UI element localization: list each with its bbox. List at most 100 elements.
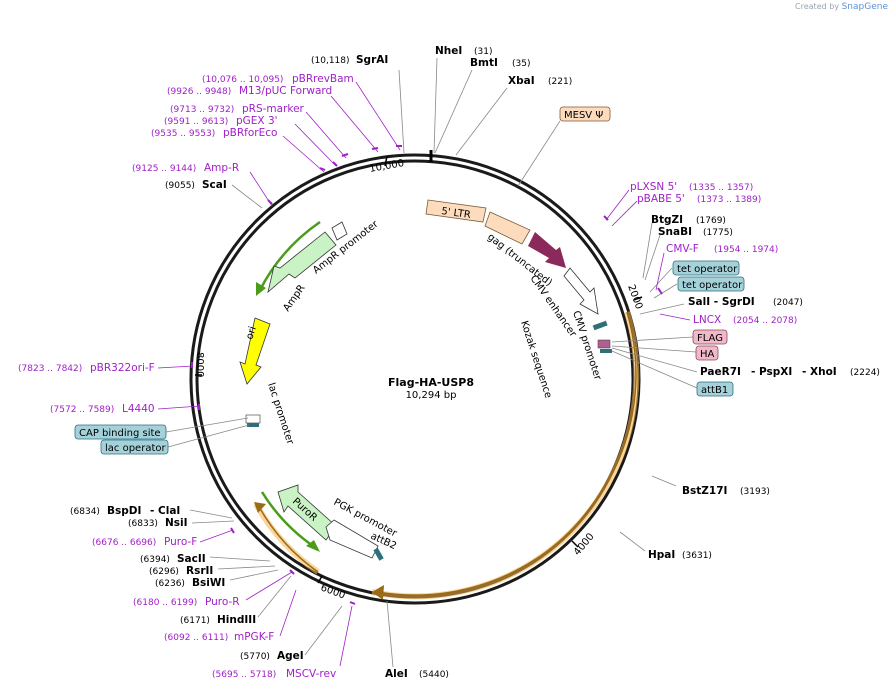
- enzyme-pspxi-name[interactable]: - PspXI: [751, 366, 792, 378]
- primer-pbrforeco-name[interactable]: pBRforEco: [223, 127, 277, 139]
- box-ha[interactable]: HA: [695, 345, 719, 361]
- box-attb1-bg: [696, 381, 734, 397]
- primer-pgex3-name[interactable]: pGEX 3': [236, 115, 278, 127]
- leader-bstz17i: [651, 475, 677, 487]
- box-lacop-text: lac operator: [105, 443, 166, 454]
- leader-sgrai: [398, 69, 405, 154]
- primer-ampr-name[interactable]: Amp-R: [204, 162, 239, 174]
- box-tet-operator-1[interactable]: tet operator: [672, 260, 740, 276]
- primer-marks: [191, 145, 663, 605]
- primer-l4440-name[interactable]: L4440: [122, 403, 155, 415]
- enzyme-agei-name[interactable]: AgeI: [277, 650, 304, 662]
- box-lacop-bg: [100, 439, 169, 455]
- enzyme-sali-pos: (2047): [773, 298, 803, 308]
- box-mesv[interactable]: MESV Ψ: [559, 106, 611, 122]
- box-ha-bg: [695, 345, 719, 361]
- enzyme-scai-name[interactable]: ScaI: [202, 179, 227, 191]
- feature-lac-promoter[interactable]: [245, 414, 261, 424]
- enzyme-alei-name[interactable]: AleI: [385, 668, 408, 680]
- enzyme-sgrdi-name[interactable]: SgrDI: [722, 296, 755, 308]
- enzyme-sali-name1[interactable]: SalI: [688, 296, 710, 308]
- box-lac-operator[interactable]: lac operator: [100, 439, 169, 455]
- primer-cmvf-name[interactable]: CMV-F: [666, 243, 699, 255]
- primer-pbrrevbam-name[interactable]: pBRrevBam: [292, 73, 354, 85]
- enzyme-clai-name[interactable]: - ClaI: [150, 505, 180, 517]
- leader-scai: [231, 184, 263, 209]
- enzyme-bsiwi-name[interactable]: BsiWI: [192, 577, 225, 589]
- orf-puro-arrowhead: [254, 502, 266, 513]
- leader-btgzi: [642, 222, 653, 279]
- leader-mesv: [517, 120, 561, 187]
- feature-gag[interactable]: [484, 211, 531, 245]
- primer-msvrev-pos: (5695 .. 5718): [212, 670, 276, 680]
- enzyme-bmti-name[interactable]: BmtI: [470, 57, 498, 69]
- feature-attb2[interactable]: [373, 547, 384, 561]
- box-cap-bg: [74, 424, 167, 440]
- enzyme-rsrii-name[interactable]: RsrII: [186, 565, 213, 577]
- enzyme-xbai-name[interactable]: XbaI: [508, 75, 535, 87]
- box-tetop2-text: tet operator: [682, 280, 743, 291]
- enzyme-sacii-name[interactable]: SacII: [177, 553, 206, 565]
- tick-2000: [633, 296, 643, 301]
- primer-lncx-name[interactable]: LNCX: [693, 314, 721, 326]
- enzyme-nhei-name[interactable]: NheI: [435, 45, 462, 57]
- enzyme-sali-sep: -: [710, 296, 722, 308]
- leader-mpgkf: [279, 589, 297, 637]
- leader-nhei: [433, 57, 438, 154]
- feature-5ltr[interactable]: [425, 199, 487, 223]
- leader-agei: [304, 605, 343, 656]
- primer-ampr-pos: (9125 .. 9144): [132, 164, 196, 174]
- feature-cmv-enhancer[interactable]: [563, 267, 599, 315]
- box-attb1[interactable]: attB1: [696, 381, 734, 397]
- enzyme-btgzi-name[interactable]: BtgZI: [651, 214, 683, 226]
- box-cap-binding-site[interactable]: CAP binding site: [74, 424, 167, 440]
- primer-pbr322ori-pos: (7823 .. 7842): [18, 364, 82, 374]
- primer-mpgkf-name[interactable]: mPGK-F: [234, 631, 274, 643]
- enzyme-hindiii-name[interactable]: HindIII: [217, 614, 256, 626]
- feature-kozak[interactable]: [597, 339, 611, 349]
- feature-cmv-promoter[interactable]: [592, 320, 608, 331]
- primer-pbabe5-name[interactable]: pBABE 5': [637, 193, 685, 205]
- enzyme-snabi-pos: (1775): [703, 228, 733, 238]
- feature-ori[interactable]: [239, 317, 271, 385]
- enzyme-sali-name[interactable]: SalI - SgrDI: [688, 296, 755, 308]
- primer-purof-name[interactable]: Puro-F: [164, 536, 197, 548]
- enzyme-snabi-name[interactable]: SnaBI: [658, 226, 692, 238]
- leader-sali: [639, 303, 685, 315]
- orf-arrowhead: [372, 585, 384, 600]
- plasmid-size: 10,294 bp: [406, 390, 457, 401]
- leader-plxsn: [605, 189, 630, 221]
- enzyme-bstz17i-name[interactable]: BstZ17I: [682, 485, 727, 497]
- leader-m13: [330, 95, 379, 153]
- enzyme-xhoi-name[interactable]: - XhoI: [802, 366, 837, 378]
- box-tet-operator-2[interactable]: tet operator: [677, 276, 745, 292]
- enzyme-nhei-pos: (31): [474, 47, 492, 57]
- orf-arc-puro-core: [257, 504, 319, 573]
- leader-cap: [165, 417, 249, 433]
- feature-lac-operator-mark[interactable]: [247, 423, 259, 427]
- primer-m13-name[interactable]: M13/pUC Forward: [239, 85, 332, 97]
- feature-ampr-label: AmpR: [281, 283, 307, 314]
- leader-lacop: [167, 424, 250, 448]
- mark-prsmarker: [341, 153, 349, 157]
- primer-l4440-pos: (7572 .. 7589): [50, 405, 114, 415]
- box-flag[interactable]: FLAG: [692, 329, 728, 345]
- primer-plxsn5-name[interactable]: pLXSN 5': [630, 181, 677, 193]
- primer-puror-name[interactable]: Puro-R: [205, 596, 240, 608]
- enzyme-hpai-name[interactable]: HpaI: [648, 549, 675, 561]
- leader-bmti: [434, 69, 473, 154]
- feature-ampr-promoter[interactable]: [331, 221, 348, 241]
- enzyme-paer7i-name[interactable]: PaeR7I: [700, 366, 741, 378]
- enzyme-sgrai-name[interactable]: SgrAI: [356, 54, 388, 66]
- feature-gag-arrow[interactable]: [528, 232, 566, 268]
- primer-prsmarker-name[interactable]: pRS-marker: [242, 103, 305, 115]
- enzyme-agei-pos: (5770): [240, 652, 270, 662]
- enzyme-alei-pos: (5440): [419, 670, 449, 680]
- enzyme-nsii-name[interactable]: NsiI: [165, 517, 188, 529]
- primer-pbr322ori-name[interactable]: pBR322ori-F: [90, 362, 155, 374]
- box-attb1-text: attB1: [701, 385, 728, 396]
- primer-msvrev-name[interactable]: MSCV-rev: [286, 668, 336, 680]
- feature-ampr[interactable]: [267, 231, 337, 294]
- feature-kozak-tag[interactable]: [600, 349, 612, 353]
- enzyme-bspdi-name[interactable]: BspDI: [107, 505, 141, 517]
